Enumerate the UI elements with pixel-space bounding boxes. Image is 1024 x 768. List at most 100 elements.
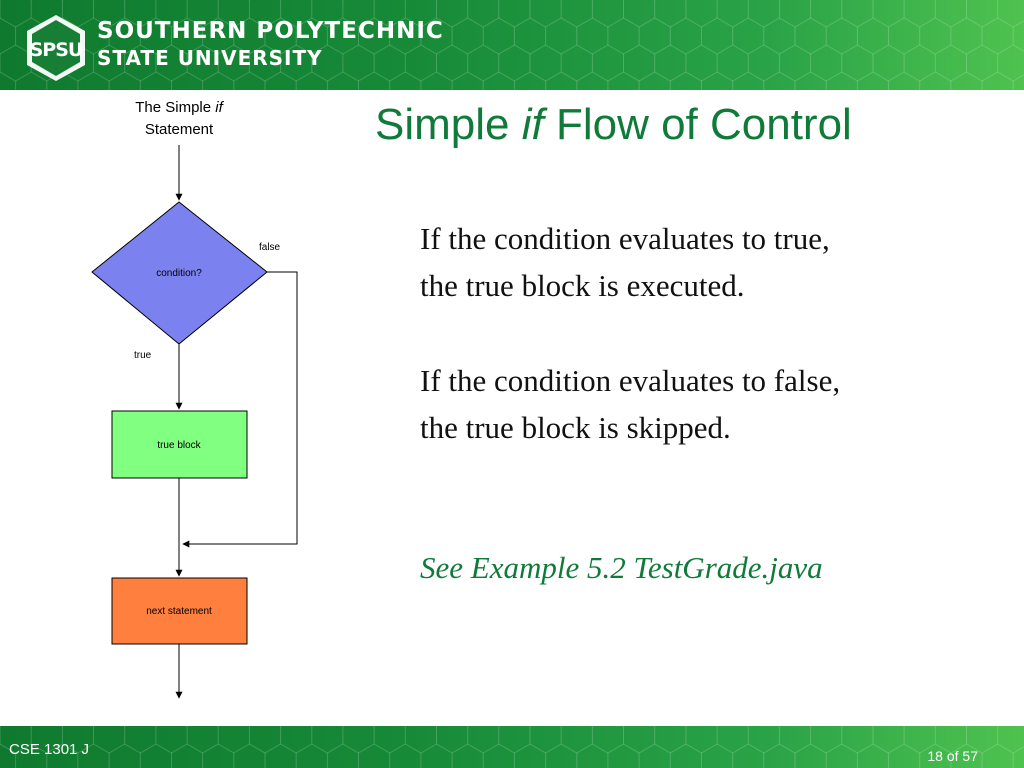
hexagon-cell (825, 17, 858, 55)
hexagon-cell (295, 743, 328, 768)
hexagon-cell (576, 71, 609, 90)
hexagon-cell (950, 71, 983, 90)
hexagon-cell (108, 743, 141, 768)
false-branch-line (182, 271, 298, 548)
hexagon-cell (1012, 746, 1024, 768)
hexagon-cell (420, 71, 453, 90)
hexagon-cell (77, 71, 110, 90)
hexagon-cell (171, 17, 204, 55)
hexagon-cell (545, 743, 578, 768)
hexagon-cell (607, 17, 640, 55)
hexagon-cell (311, 0, 344, 28)
hexagon-cell (810, 44, 843, 82)
hexagon-cell (233, 743, 266, 768)
true-branch-label: true (134, 350, 152, 361)
hexagon-cell (358, 71, 391, 90)
hexagon-cell (903, 44, 936, 82)
flowchart-heading-keyword: if (215, 99, 224, 116)
hexagon-cell (747, 0, 780, 28)
hexagon-cell (326, 71, 359, 90)
hexagon-cell (607, 71, 640, 90)
university-seal-logo: SPSU (27, 15, 85, 81)
hexagon-cell (482, 743, 515, 768)
hexagon-cell (716, 44, 749, 82)
slide-footer-banner: CSE 1301 J 18 of 57 (0, 726, 1024, 768)
hexagon-cell (701, 17, 734, 55)
page-separator: of (942, 748, 963, 764)
hexagon-cell (778, 726, 812, 754)
hexagon-cell (701, 743, 734, 768)
hexagon-cell (576, 743, 609, 768)
hexagon-cell (545, 17, 578, 55)
hexagon-cell (669, 743, 702, 768)
hexagon-cell (934, 0, 967, 28)
hexagon-cell (529, 0, 562, 28)
hexagon-cell (841, 726, 874, 754)
slide-title: Simple if Flow of Control (375, 99, 852, 152)
hexagon-cell (202, 71, 235, 90)
hexagon-cell (404, 726, 437, 754)
hexagon-cell (934, 44, 967, 82)
hexagon-cell (389, 743, 422, 768)
hexagon-cell (498, 726, 531, 754)
hexagon-cell (903, 726, 936, 754)
hexagon-cell (436, 726, 469, 754)
hexagon-cell (841, 0, 874, 28)
hexagon-cell (342, 44, 375, 82)
hexagon-cell (155, 726, 188, 754)
hexagon-cell (747, 726, 780, 754)
hexagon-cell (919, 17, 952, 55)
hexagon-cell (997, 44, 1024, 82)
hexagon-cell (482, 71, 515, 90)
hexagon-cell (654, 44, 687, 82)
slide-title-suffix: Flow of Control (543, 100, 852, 149)
hexagon-cell (856, 71, 889, 90)
hexagon-cell (373, 0, 406, 28)
hexagon-cell (389, 71, 422, 90)
hexagon-cell (732, 17, 765, 55)
hexagon-cell (30, 0, 63, 28)
hexagon-cell (171, 743, 204, 768)
hexagon-cell (0, 44, 32, 82)
hexagon-cell (732, 71, 765, 90)
hexagon-cell (778, 44, 812, 82)
hexagon-cell (404, 0, 437, 28)
hexagon-cell (591, 0, 624, 28)
hexagon-cell (93, 0, 126, 28)
hexagon-cell (280, 0, 313, 28)
hexagon-cell (467, 0, 500, 28)
hexagon-cell (498, 44, 531, 82)
flowchart-heading: The Simple if (135, 99, 224, 116)
hexagon-cell (248, 0, 282, 28)
hexagon-cell (825, 71, 858, 90)
hexagon-cell (856, 17, 889, 55)
hexagon-cell (763, 71, 796, 90)
hexagon-cell (747, 44, 780, 82)
hexagon-cell (685, 44, 718, 82)
hexagon-cell (498, 0, 531, 28)
page-current: 18 (927, 748, 943, 764)
hexagon-cell (46, 743, 79, 768)
hexagon-cell (124, 44, 157, 82)
hexagon-cell (389, 17, 422, 55)
paragraph-false-case-line2: the true block is skipped. (420, 410, 731, 445)
hexagon-cell (467, 44, 500, 82)
course-label: CSE 1301 J (9, 741, 90, 758)
hexagon-cell (981, 71, 1014, 90)
hexagon-cell (623, 0, 656, 28)
hexagon-cell (0, 726, 32, 754)
hexagon-cell (576, 17, 609, 55)
hexagon-cell (93, 44, 126, 82)
hexagon-cell (888, 71, 921, 90)
hexagon-cell (888, 743, 921, 768)
hexagon-cell (934, 726, 967, 754)
hexagon-cell (264, 743, 297, 768)
hexagon-cell (716, 0, 749, 28)
hexagon-cell (856, 743, 889, 768)
hexagon-cell (0, 71, 17, 90)
example-reference: See Example 5.2 TestGrade.java (420, 550, 823, 585)
hexagon-cell (186, 44, 219, 82)
hexagon-cell (202, 743, 235, 768)
hexagon-cell (966, 0, 999, 28)
paragraph-true-case: If the condition evaluates to true,the t… (420, 215, 830, 309)
